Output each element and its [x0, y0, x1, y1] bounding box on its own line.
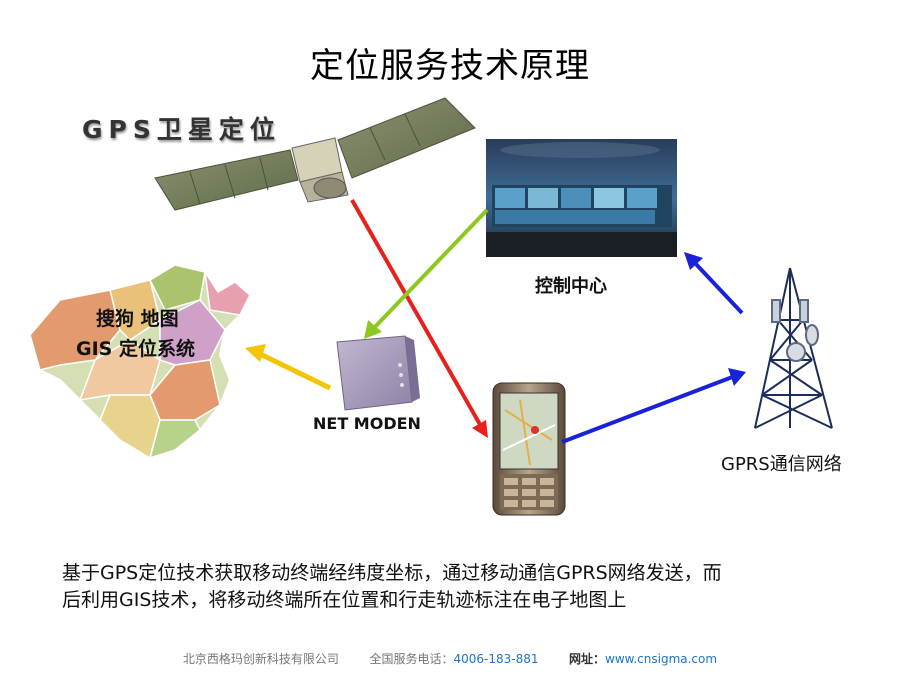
- footer-company: 北京西格玛创新科技有限公司: [182, 652, 339, 666]
- blue-arrow-to-control: [684, 252, 744, 315]
- description-line2: 后利用GIS技术，将移动终端所在位置和行走轨迹标注在电子地图上: [62, 589, 627, 611]
- gprs-tower-icon: [754, 267, 833, 429]
- page-title: 定位服务技术原理: [310, 46, 590, 86]
- footer-hotline: 4006-183-881: [453, 652, 539, 666]
- map-label-line1: 搜狗 地图: [96, 308, 179, 330]
- gprs-network-label: GPRS通信网络: [721, 454, 842, 475]
- china-map-icon: [28, 263, 252, 460]
- control-center-image: [486, 139, 677, 257]
- green-arrow: [364, 208, 489, 339]
- footer-website-label: 网址：: [569, 652, 606, 666]
- footer: 北京西格玛创新科技有限公司 全国服务电话：4006-183-881 网址：www…: [0, 650, 900, 667]
- net-modem-icon: [336, 335, 420, 411]
- mobile-phone-icon: [492, 382, 566, 516]
- yellow-arrow: [245, 344, 332, 391]
- description-line1: 基于GPS定位技术获取移动终端经纬度坐标，通过移动通信GPRS网络发送，而: [62, 562, 722, 584]
- control-center-label: 控制中心: [535, 276, 607, 297]
- red-arrow: [350, 199, 488, 438]
- satellite-icon: [154, 97, 476, 211]
- footer-hotline-label: 全国服务电话：: [369, 652, 454, 666]
- map-label-line2: GIS 定位系统: [76, 338, 195, 360]
- gps-satellite-label: GPS卫星定位: [82, 115, 281, 144]
- description-text: 基于GPS定位技术获取移动终端经纬度坐标，通过移动通信GPRS网络发送，而 后利…: [62, 560, 862, 614]
- blue-arrow-to-tower: [561, 368, 746, 444]
- net-moden-label: NET MODEN: [313, 414, 421, 433]
- footer-website-link[interactable]: www.cnsigma.com: [605, 652, 718, 666]
